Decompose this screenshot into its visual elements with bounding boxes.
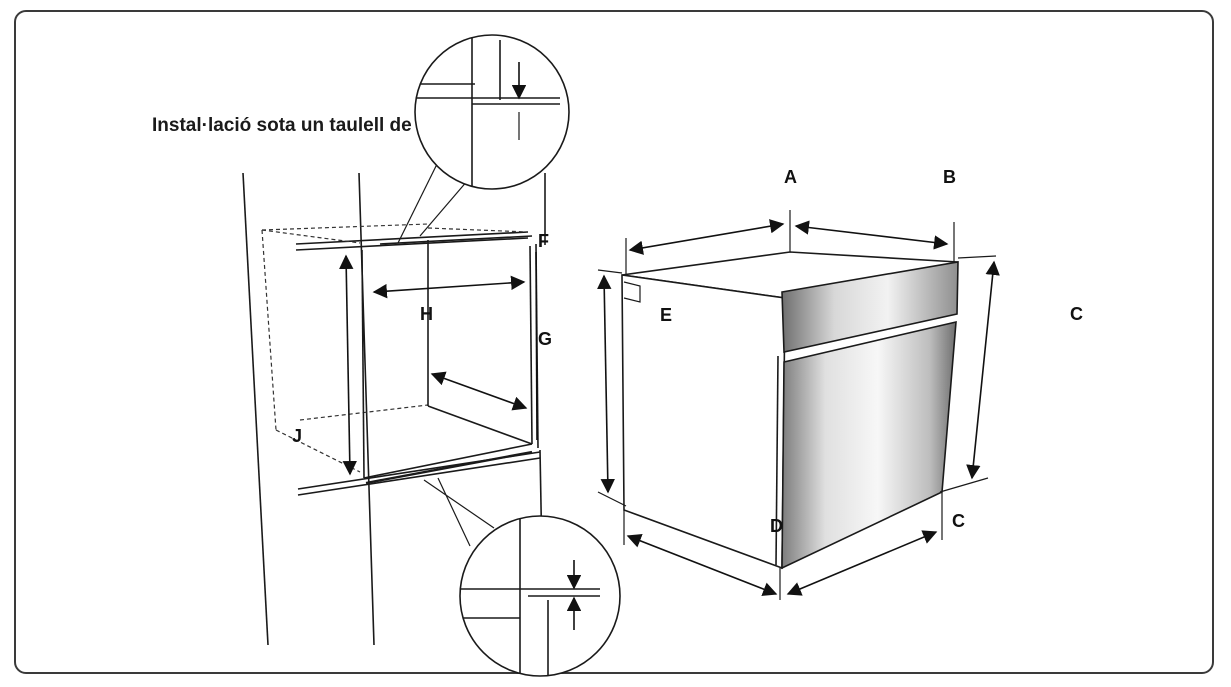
label-e: E xyxy=(660,305,672,325)
label-h: H xyxy=(420,304,433,324)
cabinet-drawing xyxy=(242,157,546,646)
diagram-title: Instal·lació sota un taulell de cuina xyxy=(152,115,467,136)
label-d: D xyxy=(770,516,783,536)
label-g: G xyxy=(538,329,552,349)
top-detail-callout xyxy=(414,34,570,190)
label-c-bottom: C xyxy=(952,511,965,531)
label-b: B xyxy=(943,167,956,187)
label-a: A xyxy=(784,167,797,187)
label-f: F xyxy=(538,231,549,251)
bottom-detail-callout xyxy=(459,515,621,677)
label-c-right: C xyxy=(1070,304,1083,324)
label-j: J xyxy=(292,426,302,446)
oven-drawing xyxy=(597,210,1000,600)
